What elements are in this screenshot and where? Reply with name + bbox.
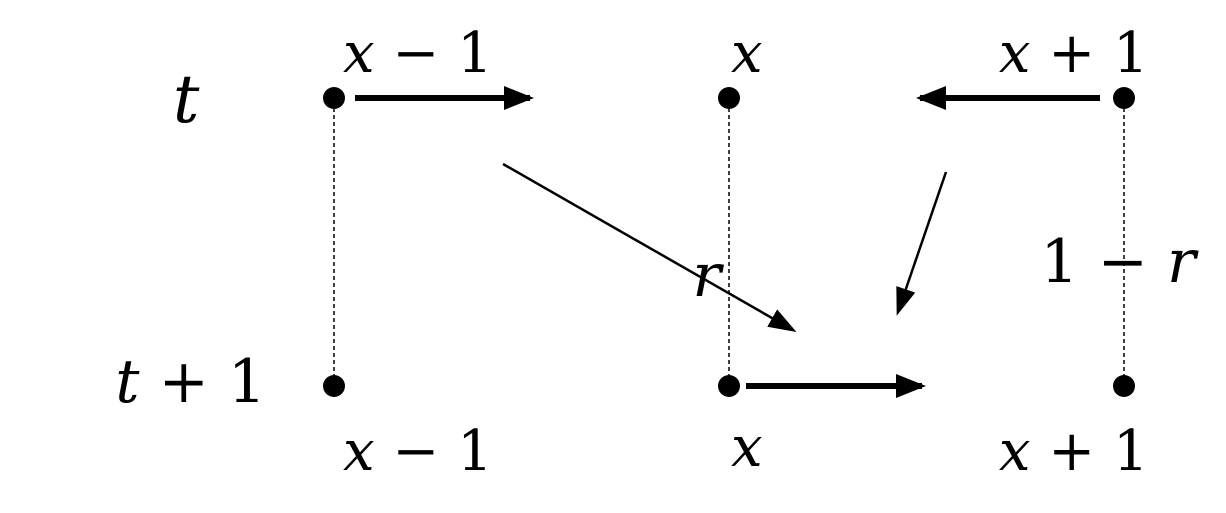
- weight-label-one-minus-r: 1 − r: [945, 227, 1226, 297]
- node-top-right: [1113, 87, 1135, 109]
- weight-label-r: r: [597, 241, 778, 311]
- node-bottom-right: [1113, 375, 1135, 397]
- row-label-bottom: t + 1: [20, 347, 323, 417]
- node-top-center: [718, 87, 740, 109]
- node-bottom-center: [718, 375, 740, 397]
- node-bottom-left: [323, 375, 345, 397]
- arrow-diagonal-r: [502, 162, 797, 332]
- arrow-diagonal-one-minus-r: [896, 171, 948, 316]
- column-label-bottom-center: x: [642, 415, 816, 480]
- column-label-top-center: x: [642, 21, 816, 86]
- column-label-bottom-right: x + 1: [910, 419, 1202, 484]
- node-top-left: [323, 87, 345, 109]
- row-label-top: t: [68, 61, 262, 138]
- column-label-bottom-left: x − 1: [254, 419, 546, 484]
- column-label-top-right: x + 1: [910, 21, 1202, 86]
- column-label-top-left: x − 1: [254, 21, 546, 86]
